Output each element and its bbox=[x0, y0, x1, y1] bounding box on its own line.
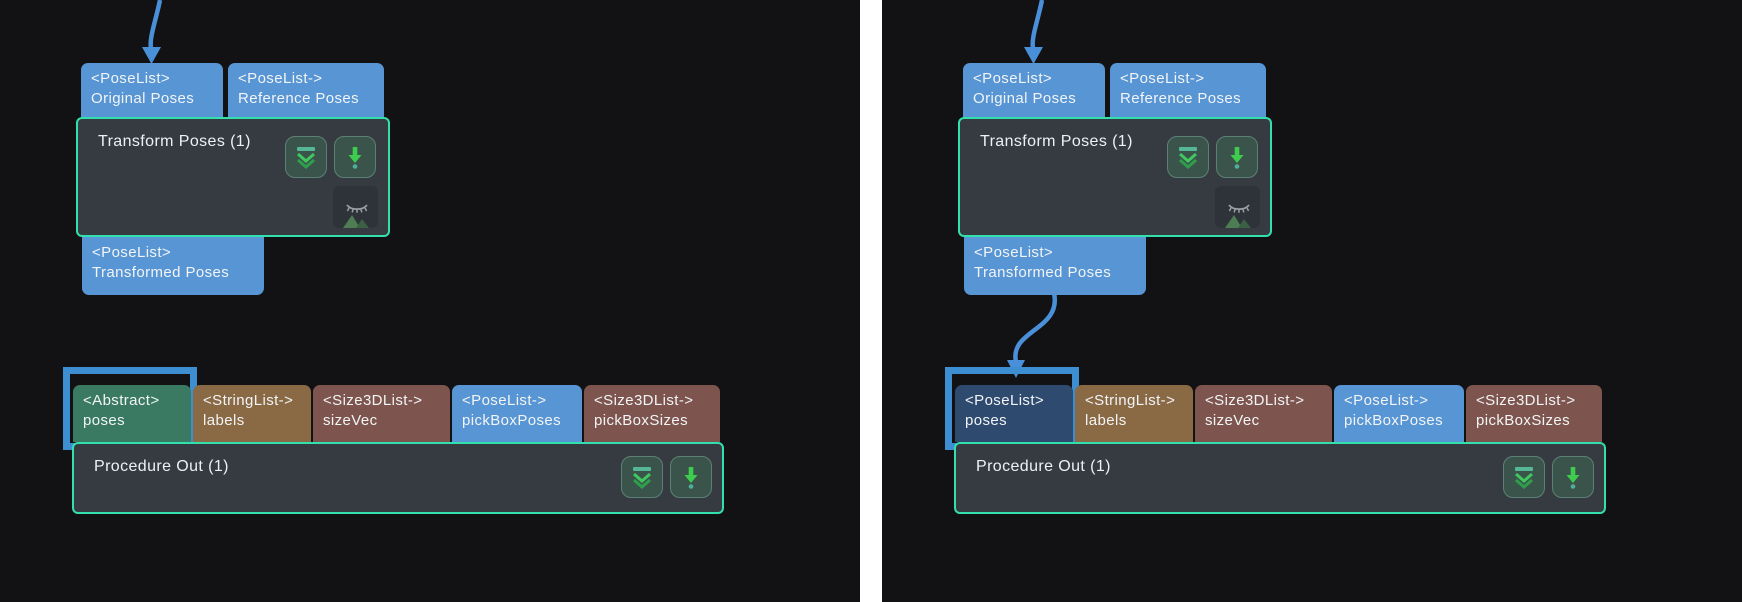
wire-arrowhead-icon bbox=[142, 47, 161, 64]
port-label: sizeVec bbox=[323, 412, 378, 429]
port-label: Reference Poses bbox=[1120, 90, 1242, 107]
procedure-out-node[interactable]: Procedure Out (1) bbox=[72, 442, 724, 514]
image-hidden-glyph bbox=[1224, 204, 1251, 228]
download-arrow-icon[interactable] bbox=[670, 456, 712, 498]
port-type: <PoseList-> bbox=[1344, 392, 1429, 409]
download-arrow-icon[interactable] bbox=[334, 136, 376, 178]
port-label: labels bbox=[203, 412, 245, 429]
port-label: pickBoxPoses bbox=[462, 412, 562, 429]
procedure-port-sizevec[interactable]: <Size3DList-> sizeVec bbox=[1195, 385, 1332, 442]
port-label: sizeVec bbox=[1205, 412, 1260, 429]
input-port-original-poses[interactable]: <PoseList> Original Poses bbox=[963, 63, 1105, 117]
input-wire[interactable] bbox=[148, 0, 163, 49]
port-type: <Size3DList-> bbox=[1476, 392, 1576, 409]
input-port-reference-poses[interactable]: <PoseList-> Reference Poses bbox=[1110, 63, 1266, 117]
procedure-port-pickboxsizes[interactable]: <Size3DList-> pickBoxSizes bbox=[584, 385, 720, 442]
graph-panel-right: <PoseList> Original Poses <PoseList-> Re… bbox=[882, 0, 1742, 602]
port-label: Transformed Poses bbox=[92, 264, 230, 281]
input-port-reference-poses[interactable]: <PoseList-> Reference Poses bbox=[228, 63, 384, 117]
output-port-transformed-poses[interactable]: <PoseList> Transformed Poses bbox=[964, 237, 1146, 295]
port-type: <StringList-> bbox=[1085, 392, 1176, 409]
collapse-glyph bbox=[297, 147, 315, 169]
port-type: <PoseList-> bbox=[238, 70, 323, 87]
image-hidden-icon[interactable] bbox=[333, 186, 378, 228]
panel-divider bbox=[860, 0, 882, 602]
port-type: <PoseList> bbox=[92, 244, 172, 261]
node-title: Procedure Out (1) bbox=[94, 458, 229, 475]
download-glyph bbox=[684, 467, 698, 489]
download-glyph bbox=[1566, 467, 1580, 489]
procedure-port-poses[interactable]: <Abstract> poses bbox=[73, 385, 191, 442]
port-label: pickBoxPoses bbox=[1344, 412, 1444, 429]
port-label: Original Poses bbox=[91, 90, 195, 107]
port-label: pickBoxSizes bbox=[594, 412, 689, 429]
input-wire[interactable] bbox=[1030, 0, 1045, 49]
port-type: <PoseList> bbox=[974, 244, 1054, 261]
port-label: pickBoxSizes bbox=[1476, 412, 1571, 429]
download-glyph bbox=[1230, 147, 1244, 169]
node-title: Transform Poses (1) bbox=[980, 133, 1133, 150]
image-hidden-glyph bbox=[342, 204, 369, 228]
procedure-port-sizevec[interactable]: <Size3DList-> sizeVec bbox=[313, 385, 450, 442]
transform-poses-node[interactable]: Transform Poses (1) bbox=[958, 117, 1272, 237]
port-type: <PoseList-> bbox=[1120, 70, 1205, 87]
port-type: <Abstract> bbox=[83, 392, 160, 409]
collapse-glyph bbox=[633, 467, 651, 489]
collapse-double-chevron-icon[interactable] bbox=[1503, 456, 1545, 498]
download-arrow-icon[interactable] bbox=[1216, 136, 1258, 178]
port-type: <StringList-> bbox=[203, 392, 294, 409]
collapse-glyph bbox=[1515, 467, 1533, 489]
output-port-transformed-poses[interactable]: <PoseList> Transformed Poses bbox=[82, 237, 264, 295]
port-type: <PoseList> bbox=[973, 70, 1053, 87]
port-type: <Size3DList-> bbox=[1205, 392, 1305, 409]
node-title: Transform Poses (1) bbox=[98, 133, 251, 150]
transform-poses-node[interactable]: Transform Poses (1) bbox=[76, 117, 390, 237]
procedure-port-poses[interactable]: <PoseList> poses bbox=[955, 385, 1073, 442]
procedure-out-node[interactable]: Procedure Out (1) bbox=[954, 442, 1606, 514]
collapse-double-chevron-icon[interactable] bbox=[1167, 136, 1209, 178]
port-label: Transformed Poses bbox=[974, 264, 1112, 281]
port-label: poses bbox=[965, 412, 1008, 429]
procedure-port-pickboxposes[interactable]: <PoseList-> pickBoxPoses bbox=[452, 385, 582, 442]
procedure-port-pickboxposes[interactable]: <PoseList-> pickBoxPoses bbox=[1334, 385, 1464, 442]
port-label: labels bbox=[1085, 412, 1127, 429]
port-label: Reference Poses bbox=[238, 90, 360, 107]
collapse-double-chevron-icon[interactable] bbox=[285, 136, 327, 178]
procedure-port-pickboxsizes[interactable]: <Size3DList-> pickBoxSizes bbox=[1466, 385, 1602, 442]
port-label: Original Poses bbox=[973, 90, 1077, 107]
port-type: <Size3DList-> bbox=[594, 392, 694, 409]
transformed-to-poses-wire[interactable] bbox=[1013, 292, 1058, 363]
port-type: <PoseList> bbox=[91, 70, 171, 87]
procedure-port-labels[interactable]: <StringList-> labels bbox=[193, 385, 311, 442]
node-title: Procedure Out (1) bbox=[976, 458, 1111, 475]
port-label: poses bbox=[83, 412, 126, 429]
collapse-double-chevron-icon[interactable] bbox=[621, 456, 663, 498]
download-arrow-icon[interactable] bbox=[1552, 456, 1594, 498]
port-type: <PoseList-> bbox=[462, 392, 547, 409]
port-type: <Size3DList-> bbox=[323, 392, 423, 409]
wire-arrowhead-icon bbox=[1024, 47, 1043, 64]
input-port-original-poses[interactable]: <PoseList> Original Poses bbox=[81, 63, 223, 117]
graph-panel-left: <PoseList> Original Poses <PoseList-> Re… bbox=[0, 0, 860, 602]
procedure-port-labels[interactable]: <StringList-> labels bbox=[1075, 385, 1193, 442]
download-glyph bbox=[348, 147, 362, 169]
collapse-glyph bbox=[1179, 147, 1197, 169]
image-hidden-icon[interactable] bbox=[1215, 186, 1260, 228]
port-type: <PoseList> bbox=[965, 392, 1045, 409]
